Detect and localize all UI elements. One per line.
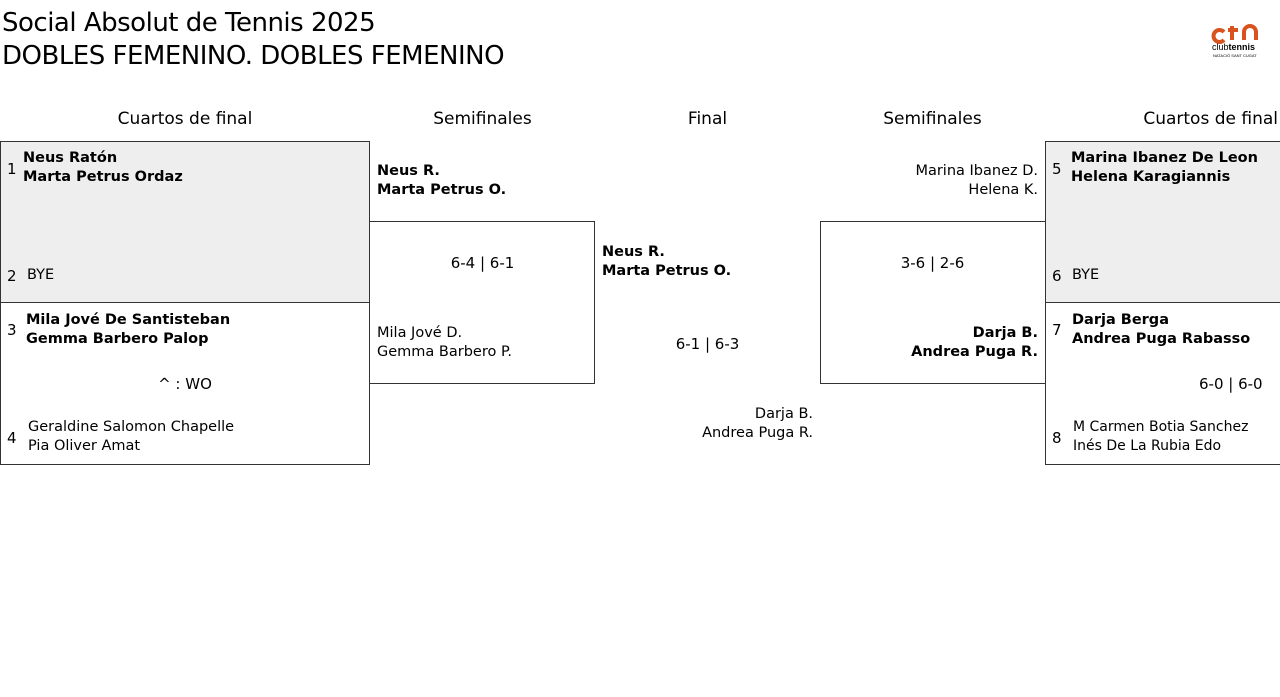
svg-text:NATACIÓ SANT CUGAT: NATACIÓ SANT CUGAT (1213, 53, 1257, 58)
team-sf-left-bottom[interactable]: Mila Jové D. Gemma Barbero P. (377, 324, 512, 362)
seed: 6 (1052, 267, 1062, 285)
seed: 2 (7, 267, 17, 285)
match-box-qf3 (1045, 141, 1280, 303)
team-sf-right-top[interactable]: Marina Ibanez D. Helena K. (915, 162, 1038, 200)
player: Marta Petrus O. (602, 263, 732, 279)
page-title: Social Absolut de Tennis 2025 (2, 8, 376, 38)
round-header-sf-right: Semifinales (883, 109, 982, 129)
player: Helena Karagiannis (1071, 169, 1231, 185)
seed: 8 (1052, 429, 1062, 447)
player: Mila Jové De Santisteban (26, 312, 231, 328)
player: Marta Petrus O. (377, 182, 507, 198)
seed: 5 (1052, 160, 1062, 178)
team-final-top[interactable]: Neus R. Marta Petrus O. (602, 243, 731, 281)
match-score: 6-1 | 6-3 (675, 335, 740, 353)
seed: 7 (1052, 321, 1062, 339)
player: Inés De La Rubia Edo (1073, 438, 1222, 454)
team-sf-left-top[interactable]: Neus R. Marta Petrus O. (377, 162, 506, 200)
player: Helena K. (968, 182, 1038, 198)
player: Marina Ibanez De Leon (1071, 150, 1258, 166)
match-score: 6-0 | 6-0 (1199, 375, 1263, 393)
player: Marina Ibanez D. (915, 163, 1038, 179)
player: Pia Oliver Amat (28, 438, 141, 454)
player: Neus Ratón (23, 150, 118, 166)
player: M Carmen Botia Sanchez (1073, 419, 1249, 435)
team-final-bottom[interactable]: Darja B. Andrea Puga R. (702, 405, 813, 443)
round-header-sf-left: Semifinales (433, 109, 532, 129)
player: Andrea Puga Rabasso (1072, 331, 1251, 347)
player: Darja Berga (1072, 312, 1169, 328)
match-score: 6-4 | 6-1 (450, 254, 515, 272)
team-bye: BYE (1072, 267, 1100, 283)
seed: 4 (7, 429, 17, 447)
svg-text:clubtennis: clubtennis (1212, 42, 1255, 52)
player: Marta Petrus Ordaz (23, 169, 183, 185)
round-header-final: Final (687, 109, 728, 129)
match-score: ^ : WO (158, 375, 212, 393)
team-bye: BYE (27, 267, 55, 283)
player: Gemma Barbero Palop (26, 331, 209, 347)
team-sf-right-bottom[interactable]: Darja B. Andrea Puga R. (911, 324, 1038, 362)
match-box-qf1 (0, 141, 370, 303)
match-box-sf-left (369, 221, 595, 384)
player: Neus R. (602, 244, 665, 260)
round-header-qf-right: Cuartos de final (1143, 109, 1278, 129)
page-subtitle: DOBLES FEMENINO. DOBLES FEMENINO (2, 41, 505, 71)
seed: 3 (7, 321, 17, 339)
match-score: 3-6 | 2-6 (900, 254, 965, 272)
round-header-qf-left: Cuartos de final (117, 109, 253, 129)
player: Gemma Barbero P. (377, 344, 513, 360)
player: Geraldine Salomon Chapelle (28, 419, 235, 435)
seed: 1 (7, 160, 17, 178)
match-box-qf4 (1045, 302, 1280, 465)
player: Andrea Puga R. (702, 425, 813, 441)
player: Mila Jové D. (377, 325, 463, 341)
player: Neus R. (377, 163, 440, 179)
player: Darja B. (754, 406, 813, 422)
player: Andrea Puga R. (911, 344, 1038, 360)
player: Darja B. (972, 325, 1038, 341)
